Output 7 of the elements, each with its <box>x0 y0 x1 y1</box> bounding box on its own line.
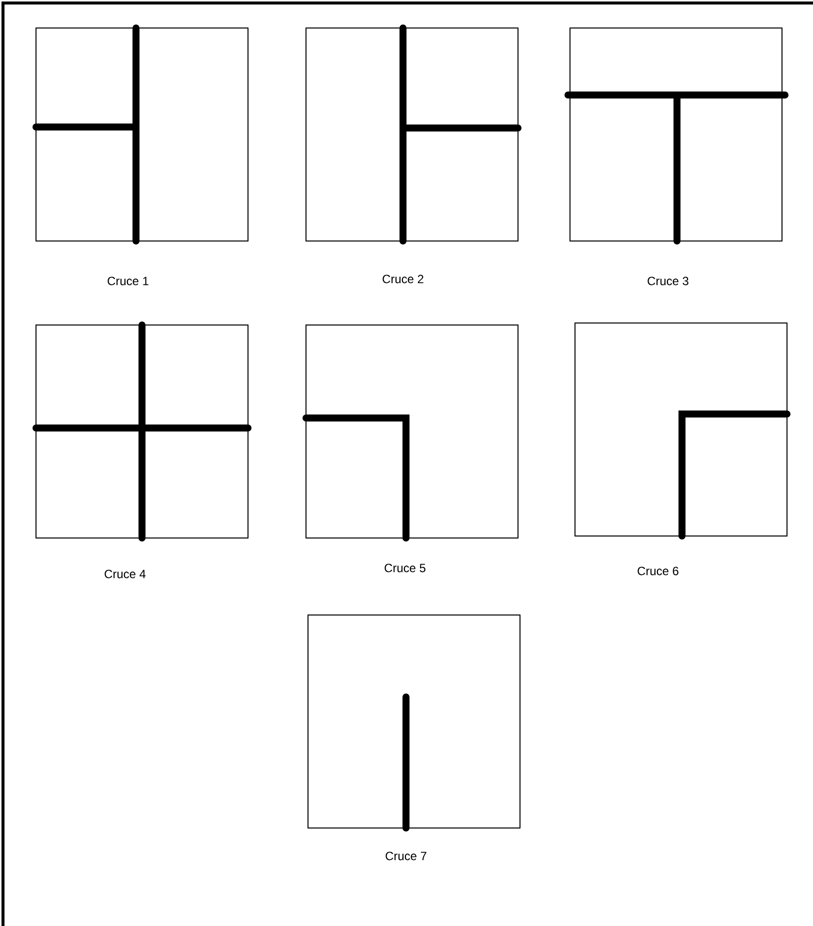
node-label: Cruce 2 <box>382 274 424 284</box>
node-label: Cruce 6 <box>638 566 678 576</box>
node-label: Cruce 5 <box>384 564 426 572</box>
node-label: Cruce 4 <box>104 570 146 578</box>
node-label: Cruce 1 <box>108 276 148 286</box>
node-label: Cruce 3 <box>648 276 688 286</box>
node-label: Cruce 7 <box>386 852 426 860</box>
